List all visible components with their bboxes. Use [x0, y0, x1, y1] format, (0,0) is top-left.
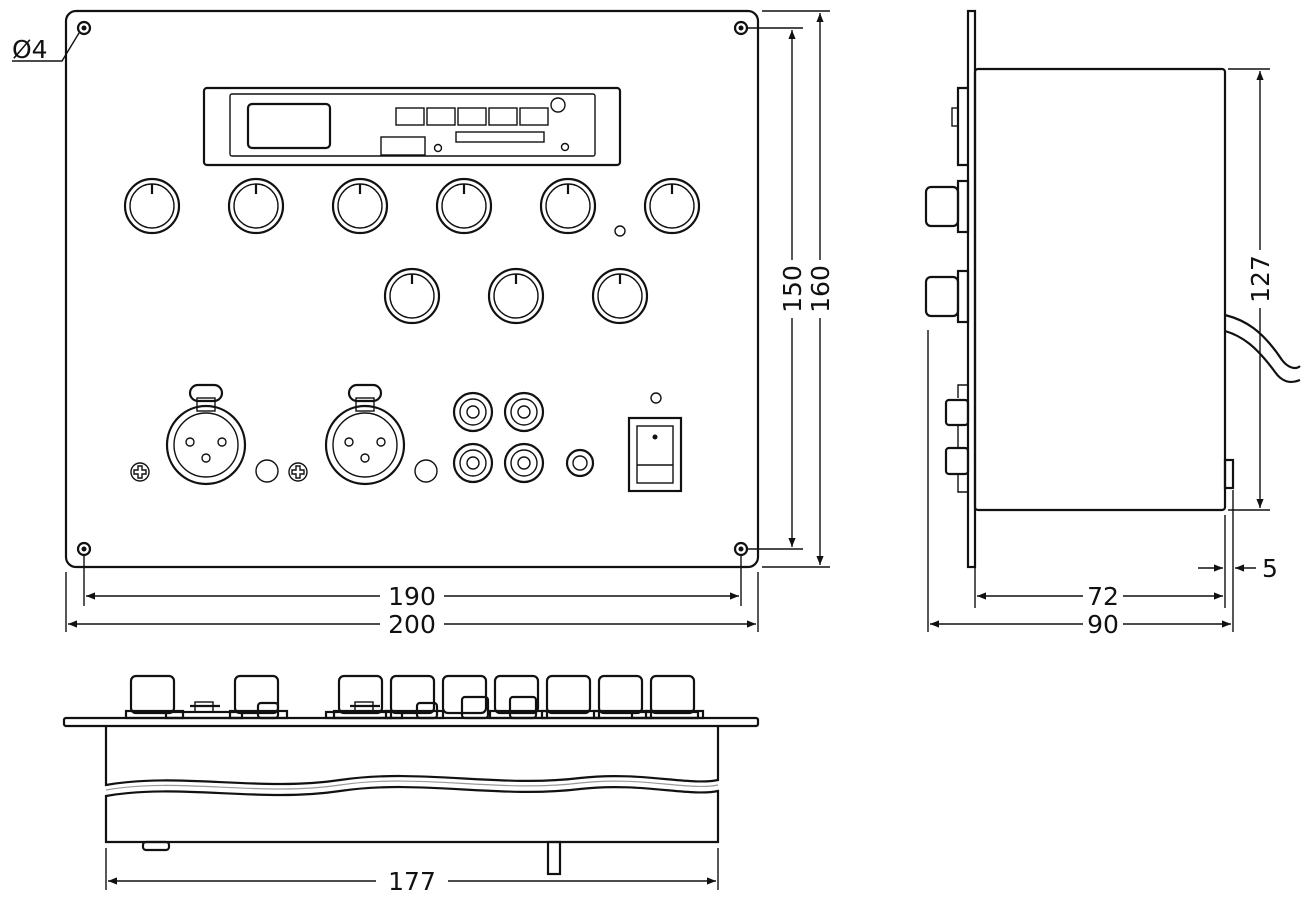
knob [591, 267, 649, 325]
led-indicator [414, 459, 438, 483]
player-button-3 [457, 107, 487, 126]
knob [539, 177, 597, 235]
knob-profile [129, 674, 176, 715]
led-indicator [614, 225, 626, 237]
player-module [202, 86, 622, 167]
xlr-connector-2 [324, 383, 406, 486]
dimension-5: 5 [1198, 554, 1278, 583]
dimension-160: 160 [762, 10, 835, 568]
sd-card-slot [455, 131, 545, 143]
knob [487, 267, 545, 325]
dimension-200: 200 [65, 572, 759, 639]
mounting-hole-top-left [76, 20, 92, 36]
knob [643, 177, 701, 235]
dimension-72: 72 [974, 515, 1226, 611]
knob-profile [441, 674, 488, 715]
display-window [246, 102, 332, 150]
knob-profile [649, 674, 696, 715]
knob-profile [597, 674, 644, 715]
knob [435, 177, 493, 235]
front-view: Ø4 190 200 150 [12, 9, 835, 639]
player-button-1 [395, 107, 425, 126]
knob [123, 177, 181, 235]
mounting-holes [76, 20, 749, 557]
knob-profile [545, 674, 592, 715]
bottom-panel-plate [62, 716, 760, 728]
side-view: 127 72 90 5 [924, 9, 1301, 639]
cable-stub [546, 840, 562, 876]
side-housing [973, 67, 1227, 512]
mounting-hole-bottom-right [733, 541, 749, 557]
player-button-5 [519, 107, 549, 126]
knob [331, 177, 389, 235]
bottom-view: 177 [62, 674, 760, 896]
knob-profile [337, 674, 384, 715]
usb-slot [380, 136, 426, 156]
svg-text:200: 200 [388, 610, 436, 639]
knob-profile [389, 674, 436, 715]
cable [1224, 313, 1301, 370]
svg-text:190: 190 [388, 582, 436, 611]
svg-text:177: 177 [388, 867, 436, 896]
svg-text:90: 90 [1087, 610, 1119, 639]
ir-sensor [550, 97, 566, 113]
knob-profile [924, 179, 970, 234]
hole-leader-line [12, 32, 80, 62]
knob-profile [493, 674, 540, 715]
svg-text:150: 150 [778, 265, 807, 313]
screw [288, 462, 308, 482]
led-indicator [255, 459, 279, 483]
power-led [650, 392, 662, 404]
jack-socket [565, 448, 595, 478]
knob-profile [924, 269, 970, 324]
knob [227, 177, 285, 235]
bottom-housing-upper [104, 726, 720, 787]
svg-text:160: 160 [806, 265, 835, 313]
knob [383, 267, 441, 325]
knob-profile [233, 674, 280, 715]
dimension-177: 177 [105, 848, 719, 896]
knobs-row-1 [123, 177, 701, 237]
dimension-150: 150 [748, 27, 807, 550]
mounting-hole-bottom-left [76, 541, 92, 557]
screw [130, 462, 150, 482]
xlr-connector-1 [165, 383, 247, 486]
bottom-housing-lower [104, 785, 720, 844]
svg-text:72: 72 [1087, 582, 1119, 611]
player-button-4 [488, 107, 518, 126]
front-panel [64, 9, 760, 569]
hole-diameter-label: Ø4 [12, 35, 48, 64]
player-button-2 [426, 107, 456, 126]
svg-text:5: 5 [1262, 554, 1278, 583]
mounting-hole-top-right [733, 20, 749, 36]
dimension-127: 127 [1228, 68, 1275, 511]
knobs-row-2 [383, 267, 649, 325]
dimension-90: 90 [927, 330, 1234, 639]
svg-text:127: 127 [1246, 255, 1275, 303]
dimension-190: 190 [83, 556, 742, 611]
rca-jacks [452, 391, 545, 484]
power-switch [627, 392, 683, 493]
